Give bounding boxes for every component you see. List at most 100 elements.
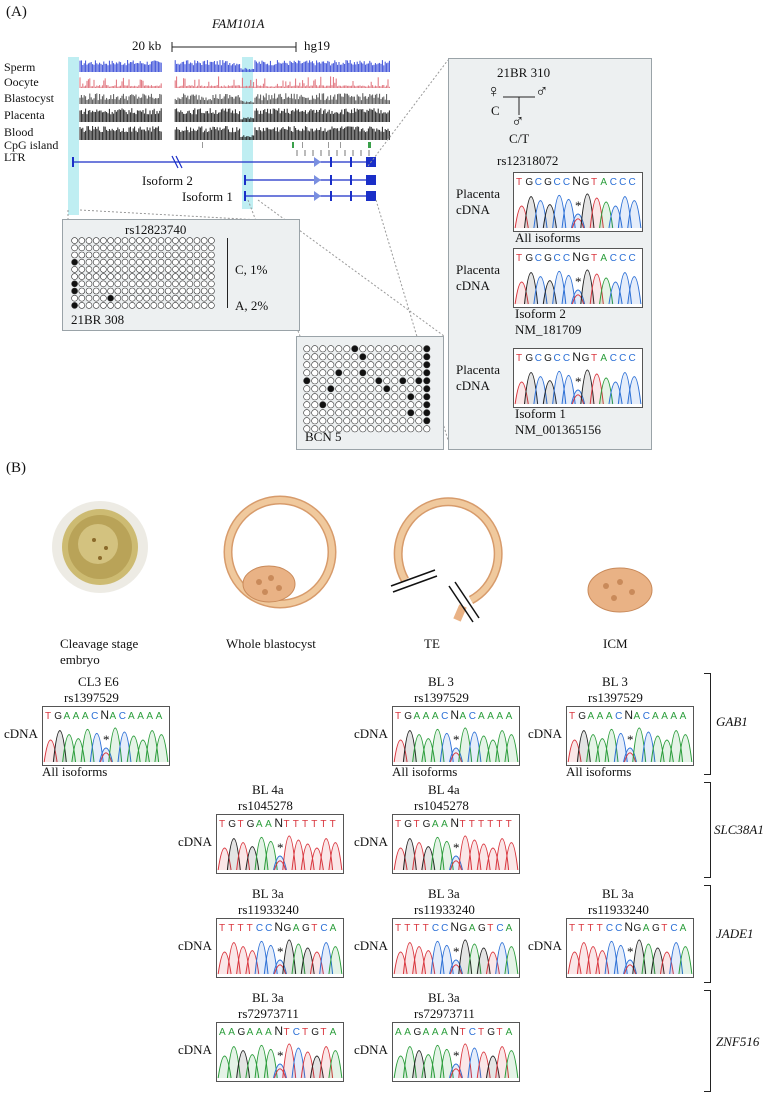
unmethylated-cpg (407, 361, 415, 369)
male-symbol: ♂ (535, 81, 549, 101)
unmethylated-cpg (114, 302, 122, 309)
base-call: A (477, 711, 485, 722)
trace-peak (402, 942, 417, 975)
trace-peak (552, 194, 567, 229)
base-call: G (544, 177, 552, 188)
trace-peaks (514, 193, 642, 229)
trace-peak (282, 835, 297, 871)
unmethylated-cpg (343, 417, 351, 425)
unmethylated-cpg (415, 393, 423, 401)
base-call: T (487, 923, 494, 934)
base-call: N (572, 350, 581, 364)
unmethylated-cpg (399, 393, 407, 401)
base-call: A (219, 1027, 226, 1038)
trace-peak (524, 272, 539, 305)
trace-peak (412, 734, 427, 763)
base-call: G (525, 353, 534, 364)
trace-peak (580, 369, 595, 405)
unmethylated-cpg (157, 302, 165, 309)
unmethylated-cpg (100, 251, 107, 259)
unmethylated-cpg (303, 369, 311, 377)
transcript-model (244, 175, 376, 185)
unmethylated-cpg (143, 258, 150, 266)
base-call: C (534, 353, 542, 364)
trace-peak (524, 372, 539, 405)
gene-title: FAM101A (212, 16, 265, 31)
snp-label: rs1045278 (414, 798, 469, 813)
base-call: T (301, 1027, 309, 1038)
unmethylated-cpg (359, 417, 367, 425)
unmethylated-cpg (311, 369, 319, 377)
unmethylated-cpg (143, 287, 150, 295)
base-call: C (431, 923, 440, 934)
base-call: T (591, 177, 598, 188)
trace-peak (467, 1047, 482, 1079)
unmethylated-cpg (407, 385, 415, 393)
unmethylated-cpg (179, 287, 186, 295)
unmethylated-cpg (367, 361, 375, 369)
base-call: C (619, 177, 627, 188)
unmethylated-cpg (85, 294, 93, 302)
cdna-label: cDNA (354, 834, 388, 849)
unmethylated-cpg (121, 273, 129, 280)
base-call: A (292, 923, 300, 934)
isoform2-label: Isoform 2 (142, 173, 193, 188)
unmethylated-cpg (311, 385, 319, 393)
base-call: T (395, 923, 402, 934)
ltr-mark (344, 150, 346, 156)
trace-peaks (43, 727, 169, 763)
trace-peak-secondary (273, 1068, 287, 1079)
unmethylated-cpg (391, 385, 399, 393)
base-call: T (395, 711, 402, 722)
base-call: A (679, 711, 687, 722)
base-call: A (255, 1027, 263, 1038)
base-call: N (624, 708, 633, 722)
unmethylated-cpg (107, 251, 114, 259)
unmethylated-cpg (327, 425, 335, 433)
divider (227, 238, 228, 308)
trace-peak (226, 838, 241, 871)
trace-peak (613, 944, 628, 975)
unmethylated-cpg (375, 409, 383, 417)
unmethylated-cpg (359, 385, 367, 393)
cdna-label: cDNA (456, 278, 490, 293)
trace-peak-secondary (449, 964, 463, 975)
unmethylated-cpg (136, 266, 143, 273)
sample-label: BL 3a (252, 886, 284, 901)
unmethylated-cpg (423, 425, 431, 433)
trace-peak (589, 273, 604, 305)
unmethylated-cpg (121, 287, 129, 295)
unmethylated-cpg (85, 273, 93, 280)
unmethylated-cpg (367, 385, 375, 393)
trace-peak (641, 731, 656, 763)
unmethylated-cpg (359, 377, 367, 385)
unmethylated-cpg (383, 393, 391, 401)
unmethylated-cpg (343, 361, 351, 369)
methylation-box-bcn5: BCN 5 (296, 336, 444, 450)
allele-a-label: A, 2% (235, 298, 269, 313)
trace-peak (552, 370, 567, 405)
cdna-label: cDNA (456, 202, 490, 217)
unmethylated-cpg (415, 401, 423, 409)
unmethylated-cpg (71, 237, 78, 244)
unmethylated-cpg (391, 345, 399, 353)
base-call: C (562, 253, 571, 264)
trace-peak (589, 373, 604, 405)
unmethylated-cpg (391, 409, 399, 417)
unmethylated-cpg (143, 280, 150, 288)
unmethylated-cpg (78, 294, 86, 302)
unmethylated-cpg (399, 345, 407, 353)
trace-peak (561, 274, 576, 305)
unmethylated-cpg (85, 280, 93, 288)
isoform-caption: Isoform 1 (515, 406, 566, 421)
unmethylated-cpg (351, 353, 359, 361)
trace-peak (641, 943, 656, 975)
isoform-caption: All isoforms (515, 230, 581, 245)
unmethylated-cpg (375, 401, 383, 409)
unmethylated-cpg (407, 377, 415, 385)
tissue-label: Placenta (456, 362, 501, 377)
trace-peak (154, 734, 169, 763)
